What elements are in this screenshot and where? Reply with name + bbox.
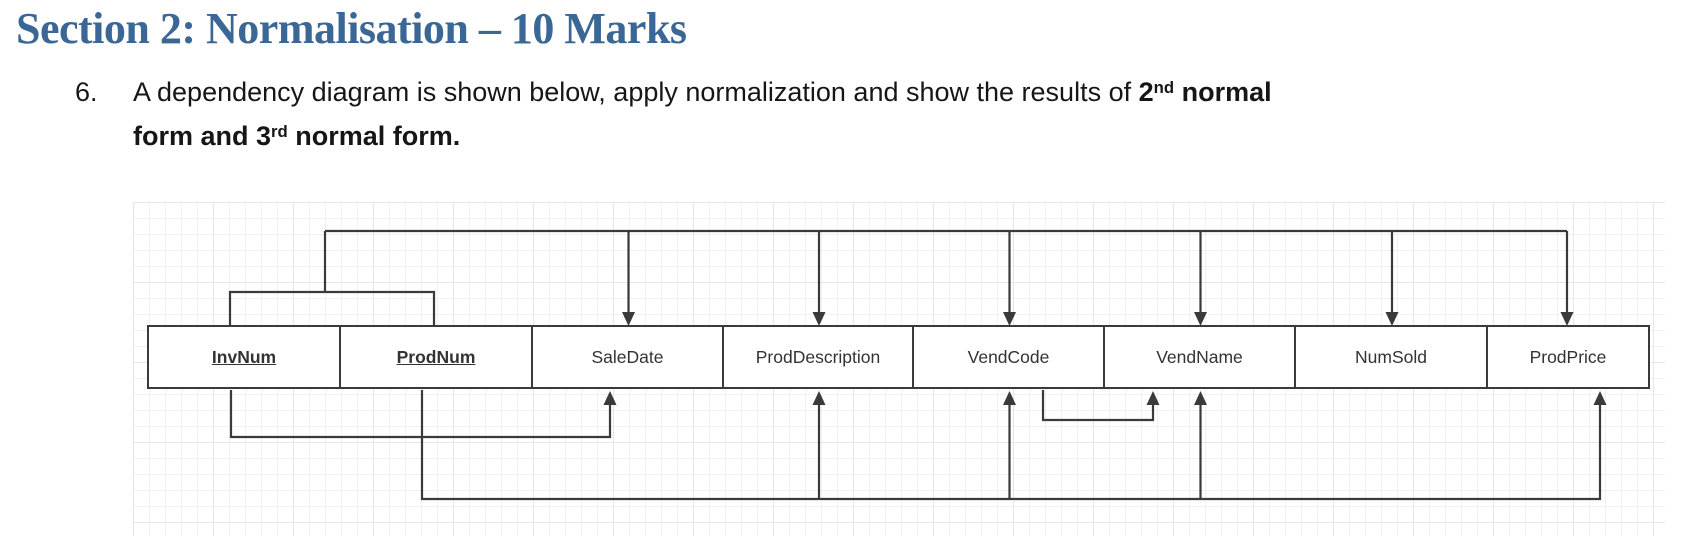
superscript-text: nd bbox=[1153, 77, 1175, 97]
field-cell-prodnum: ProdNum bbox=[341, 327, 533, 387]
question-text: A dependency diagram is shown below, app… bbox=[133, 72, 1272, 160]
text-run: 2 bbox=[1138, 77, 1154, 107]
question-item: 6. A dependency diagram is shown below, … bbox=[75, 72, 1272, 160]
field-cell-vendname: VendName bbox=[1105, 327, 1296, 387]
field-label-prodprice: ProdPrice bbox=[1529, 346, 1607, 367]
text-run: form and 3 bbox=[133, 121, 272, 151]
field-label-numsold: NumSold bbox=[1355, 346, 1427, 367]
section-heading: Section 2: Normalisation – 10 Marks bbox=[16, 4, 687, 53]
text-run: normal bbox=[1174, 77, 1272, 107]
superscript-text: rd bbox=[271, 121, 288, 141]
field-cell-invnum: InvNum bbox=[149, 327, 341, 387]
field-cell-proddescription: ProdDescription bbox=[724, 327, 914, 387]
field-cell-vendcode: VendCode bbox=[914, 327, 1105, 387]
field-label-vendcode: VendCode bbox=[967, 346, 1050, 367]
field-label-proddescription: ProdDescription bbox=[755, 346, 881, 367]
field-label-saledate: SaleDate bbox=[591, 346, 664, 367]
question-line-1: A dependency diagram is shown below, app… bbox=[133, 72, 1272, 116]
dependency-table: InvNum ProdNum SaleDate ProdDescription Vend… bbox=[147, 325, 1650, 389]
question-number: 6. bbox=[75, 77, 98, 107]
field-label-invnum: InvNum bbox=[211, 346, 277, 367]
text-run: A dependency diagram is shown below, app… bbox=[133, 77, 1139, 107]
field-cell-prodprice: ProdPrice bbox=[1488, 327, 1648, 387]
field-cell-saledate: SaleDate bbox=[533, 327, 724, 387]
question-line-2: form and 3rd normal form. bbox=[133, 116, 1272, 160]
field-label-prodnum: ProdNum bbox=[396, 346, 476, 367]
text-run: normal form. bbox=[287, 121, 461, 151]
field-cell-numsold: NumSold bbox=[1296, 327, 1488, 387]
field-label-vendname: VendName bbox=[1156, 346, 1243, 367]
